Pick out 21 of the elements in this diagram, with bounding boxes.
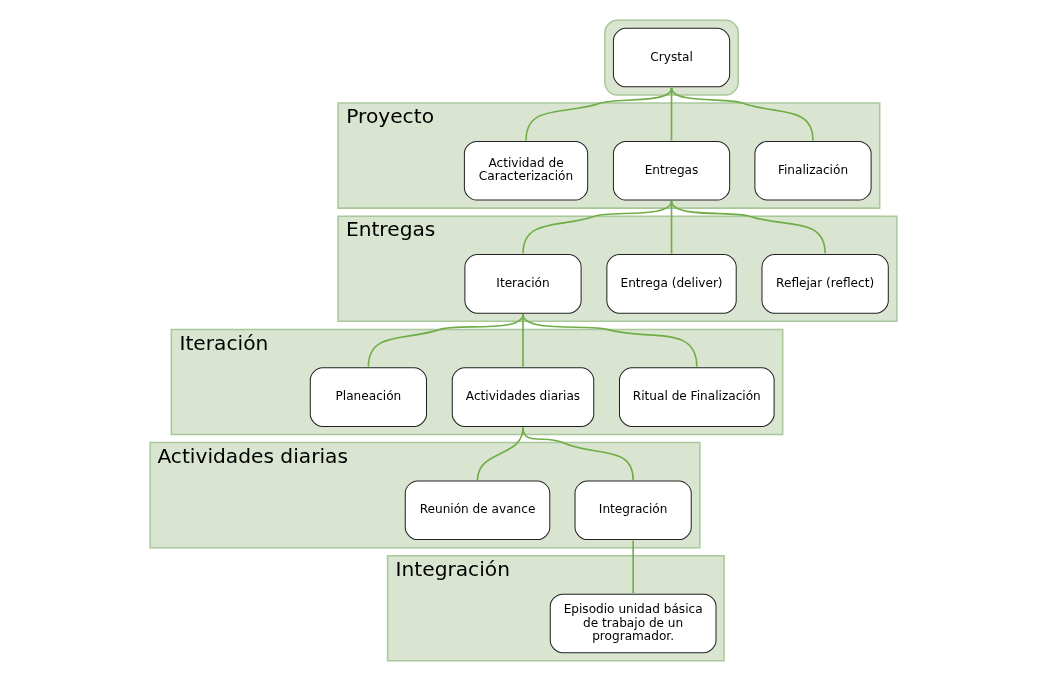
- connector: [521, 200, 672, 255]
- node-box: Actividad de Caracterización: [463, 140, 588, 201]
- node-box: Finalización: [753, 140, 872, 201]
- node-box: Reflejar (reflect): [760, 254, 889, 314]
- connector: [524, 87, 672, 142]
- node-box: Entregas: [612, 140, 730, 201]
- connector: [521, 313, 698, 368]
- connector: [670, 87, 814, 142]
- cluster: [603, 19, 739, 96]
- connector: [521, 426, 634, 481]
- node-box: Integración: [574, 480, 692, 541]
- node-box: Ritual de Finalización: [618, 367, 775, 427]
- connector: [631, 539, 634, 594]
- node-box: Iteración: [463, 254, 582, 314]
- node-box: Reunión de avance: [404, 480, 550, 541]
- node-box: Planeación: [309, 367, 427, 427]
- connector: [670, 200, 826, 255]
- node-box: Episodio unidad básica de trabajo de un programador.: [549, 593, 716, 654]
- node-box: Actividades diarias: [451, 367, 594, 427]
- node-box: Crystal: [612, 27, 730, 88]
- node-box: Entrega (deliver): [605, 254, 737, 314]
